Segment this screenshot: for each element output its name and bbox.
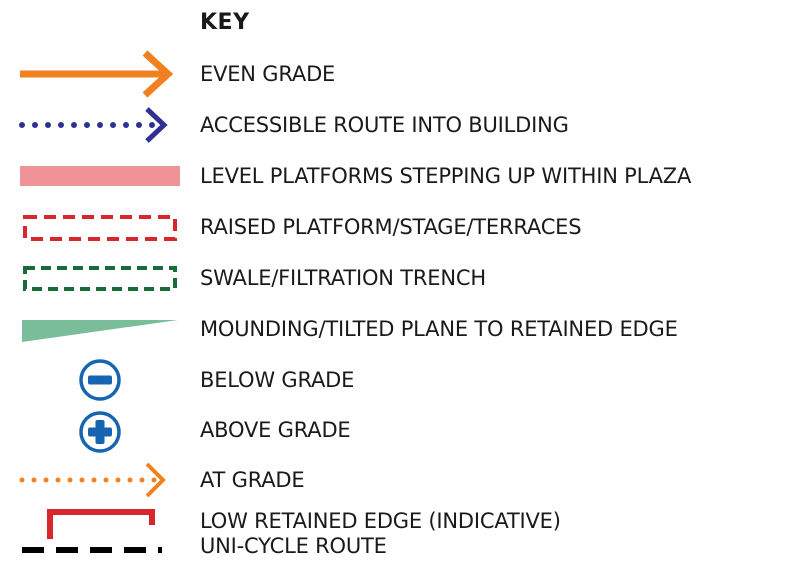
legend-label: LOW RETAINED EDGE (INDICATIVE) — [200, 509, 561, 533]
blue-dotted-arrow-icon — [0, 101, 190, 149]
legend-item-above-grade: ABOVE GRADE — [0, 406, 802, 454]
legend-item-at-grade: AT GRADE — [0, 456, 802, 504]
legend-item-even-grade: EVEN GRADE — [0, 50, 802, 98]
legend-item-below-grade: BELOW GRADE — [0, 356, 802, 404]
legend-label: BELOW GRADE — [200, 368, 355, 392]
legend-label: LEVEL PLATFORMS STEPPING UP WITHIN PLAZA — [200, 164, 692, 188]
red-bracket-icon — [0, 497, 190, 545]
legend-label: SWALE/FILTRATION TRENCH — [200, 266, 486, 290]
legend-label: RAISED PLATFORM/STAGE/TERRACES — [200, 215, 582, 239]
minus-circle-icon — [0, 356, 190, 404]
legend-item-mounding: MOUNDING/TILTED PLANE TO RETAINED EDGE — [0, 305, 802, 353]
legend-label: MOUNDING/TILTED PLANE TO RETAINED EDGE — [200, 317, 678, 341]
legend-label: ABOVE GRADE — [200, 418, 351, 442]
legend-item-raised-platform: RAISED PLATFORM/STAGE/TERRACES — [0, 203, 802, 251]
legend-label: ACCESSIBLE ROUTE INTO BUILDING — [200, 113, 569, 137]
legend-item-accessible-route: ACCESSIBLE ROUTE INTO BUILDING — [0, 101, 802, 149]
legend-item-swale: SWALE/FILTRATION TRENCH — [0, 254, 802, 302]
legend-label: AT GRADE — [200, 468, 305, 492]
legend-item-low-retained-edge: LOW RETAINED EDGE (INDICATIVE) — [0, 497, 802, 545]
legend-label: UNI-CYCLE ROUTE — [200, 534, 387, 558]
legend-item-uni-cycle-route: UNI-CYCLE ROUTE — [0, 522, 802, 570]
green-wedge-icon — [0, 305, 190, 353]
key-title: KEY — [200, 10, 250, 35]
orange-dotted-arrow-icon — [0, 456, 190, 504]
legend-item-level-platforms: LEVEL PLATFORMS STEPPING UP WITHIN PLAZA — [0, 152, 802, 200]
green-dashed-box-icon — [0, 254, 190, 302]
pink-bar-icon — [0, 152, 190, 200]
orange-solid-arrow-icon — [0, 50, 190, 98]
black-dashed-line-icon — [0, 522, 190, 570]
red-dashed-box-icon — [0, 203, 190, 251]
plus-circle-icon — [0, 406, 190, 454]
legend-label: EVEN GRADE — [200, 62, 336, 86]
